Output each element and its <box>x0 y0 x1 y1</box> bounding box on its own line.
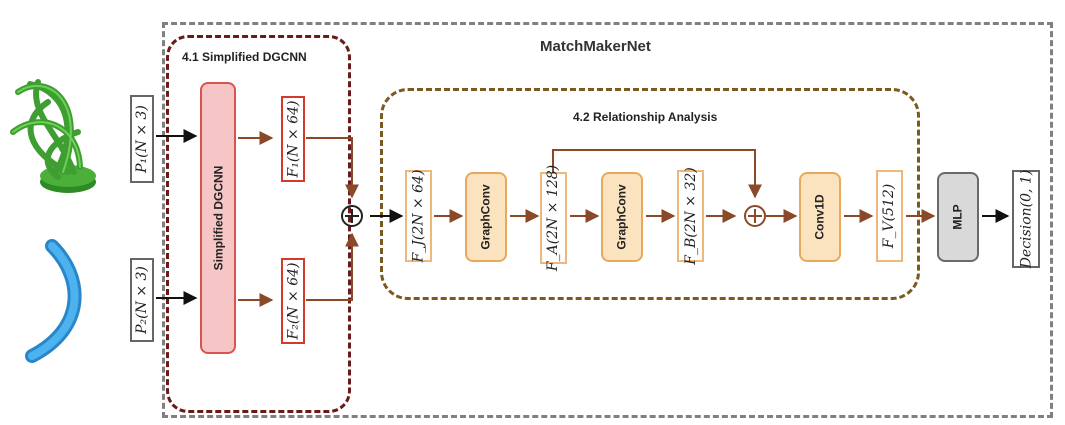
feature-fv: F_V(512) <box>876 170 903 262</box>
blue-fragment-illustration <box>25 239 82 363</box>
mlp-block: MLP <box>937 172 979 262</box>
relationship-analysis-region <box>380 88 920 300</box>
feature-f2: F₂(N × 64) <box>281 258 305 344</box>
graphconv-block-1: GraphConv <box>465 172 507 262</box>
feature-f1: F₁(N × 64) <box>281 96 305 182</box>
matchmakernet-region <box>162 22 1053 418</box>
decision-output: Decision(0, 1) <box>1012 170 1040 268</box>
relationship-region-title: 4.2 Relationship Analysis <box>573 110 718 124</box>
feature-fb: F_B(2N × 32) <box>677 167 704 265</box>
concat-symbol <box>341 205 363 227</box>
simplified-dgcnn-block: Simplified DGCNN <box>200 82 236 354</box>
arrow-f2-to-concat <box>306 232 359 301</box>
graphconv-block-2: GraphConv <box>601 172 643 262</box>
conv1d-block: Conv1D <box>799 172 841 262</box>
add-symbol <box>744 205 766 227</box>
input-p1: P₁(N × 3) <box>130 95 154 183</box>
matchmakernet-title: MatchMakerNet <box>540 38 651 55</box>
feature-fj: F_J(2N × 64) <box>405 170 432 262</box>
arrow-skip-fa-to-add <box>552 149 762 199</box>
arrow-f1-to-concat <box>306 137 359 199</box>
green-fragment-illustration <box>10 79 96 193</box>
input-p2: P₂(N × 3) <box>130 258 154 342</box>
feature-fa: F_A(2N × 128) <box>540 165 567 271</box>
dgcnn-region-title: 4.1 Simplified DGCNN <box>182 50 307 64</box>
